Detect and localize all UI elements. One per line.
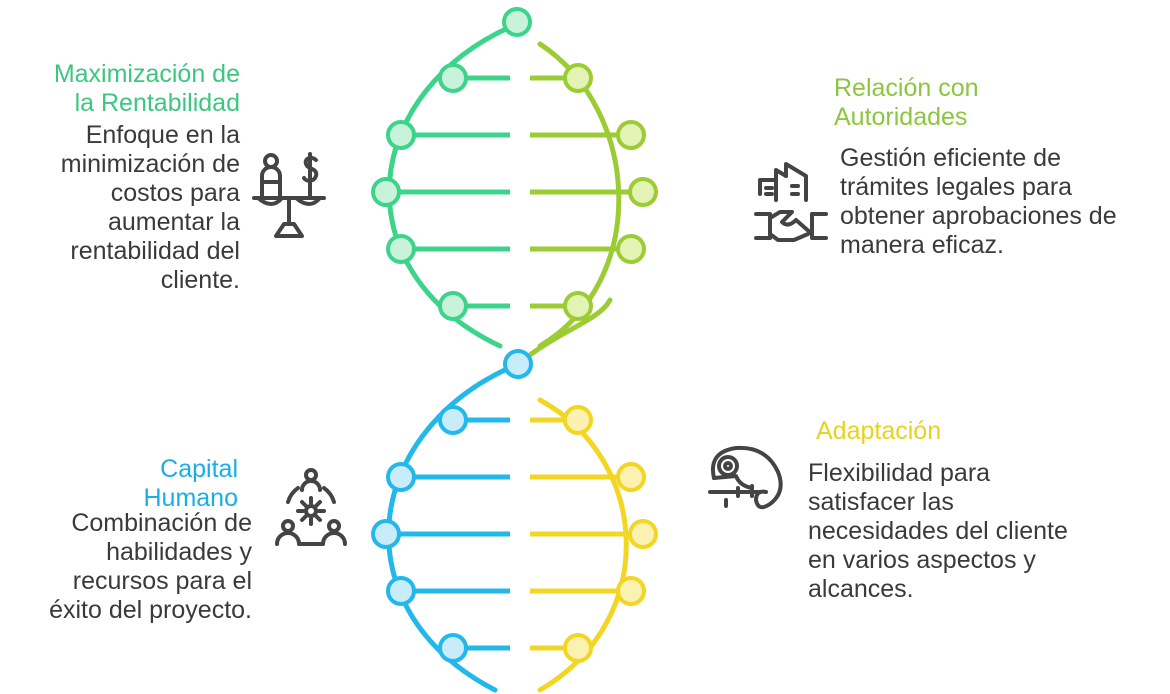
lower-node-left-3 <box>386 576 416 606</box>
rentabilidad-description: Enfoque en la minimización de costos par… <box>60 121 240 294</box>
building-handshake-icon <box>754 162 828 242</box>
lower-node-left-4 <box>438 633 468 663</box>
upper-node-right-0 <box>563 63 593 93</box>
capital-description: Combinación de habilidades y recursos pa… <box>49 509 252 624</box>
upper-node-left-0 <box>438 63 468 93</box>
upper-node-left-3 <box>386 234 416 264</box>
helix-rungs <box>400 75 629 651</box>
lower-node-right-3 <box>616 576 646 606</box>
section-rentabilidad: Maximización de la Rentabilidad Enfoque … <box>0 60 240 295</box>
upper-node-left-2 <box>371 177 401 207</box>
upper-node-right-1 <box>616 120 646 150</box>
lower-node-left-2 <box>371 519 401 549</box>
adaptacion-description: Flexibilidad para satisfacer las necesid… <box>808 459 1068 603</box>
middle-node <box>503 349 533 379</box>
section-adaptacion: Adaptación Flexibilidad para satisfacer … <box>808 417 1138 604</box>
upper-node-left-4 <box>438 291 468 321</box>
lower-node-right-1 <box>616 462 646 492</box>
helix-nodes <box>371 7 658 663</box>
upper-node-right-4 <box>563 291 593 321</box>
adaptacion-title: Adaptación <box>816 417 942 445</box>
top-node <box>502 7 532 37</box>
lower-node-right-2 <box>628 519 658 549</box>
upper-node-left-1 <box>386 120 416 150</box>
upper-node-right-2 <box>628 177 658 207</box>
section-autoridades: Relación con Autoridades Gestión eficien… <box>834 74 1164 260</box>
lower-node-left-0 <box>438 405 468 435</box>
section-capital-humano: Capital Humano Combinación de habilidade… <box>0 455 252 625</box>
autoridades-description: Gestión eficiente de trámites legales pa… <box>840 144 1117 259</box>
upper-crossover-strand <box>515 297 613 367</box>
lower-node-right-0 <box>563 405 593 435</box>
team-gear-icon <box>275 468 347 546</box>
scale-money-icon <box>252 152 326 238</box>
autoridades-title: Relación con Autoridades <box>834 74 979 131</box>
upper-node-right-3 <box>616 234 646 264</box>
chameleon-icon <box>708 445 783 510</box>
lower-node-right-4 <box>563 633 593 663</box>
rentabilidad-title: Maximización de la Rentabilidad <box>53 60 240 117</box>
capital-title: Capital Humano <box>143 455 239 512</box>
lower-node-left-1 <box>386 462 416 492</box>
